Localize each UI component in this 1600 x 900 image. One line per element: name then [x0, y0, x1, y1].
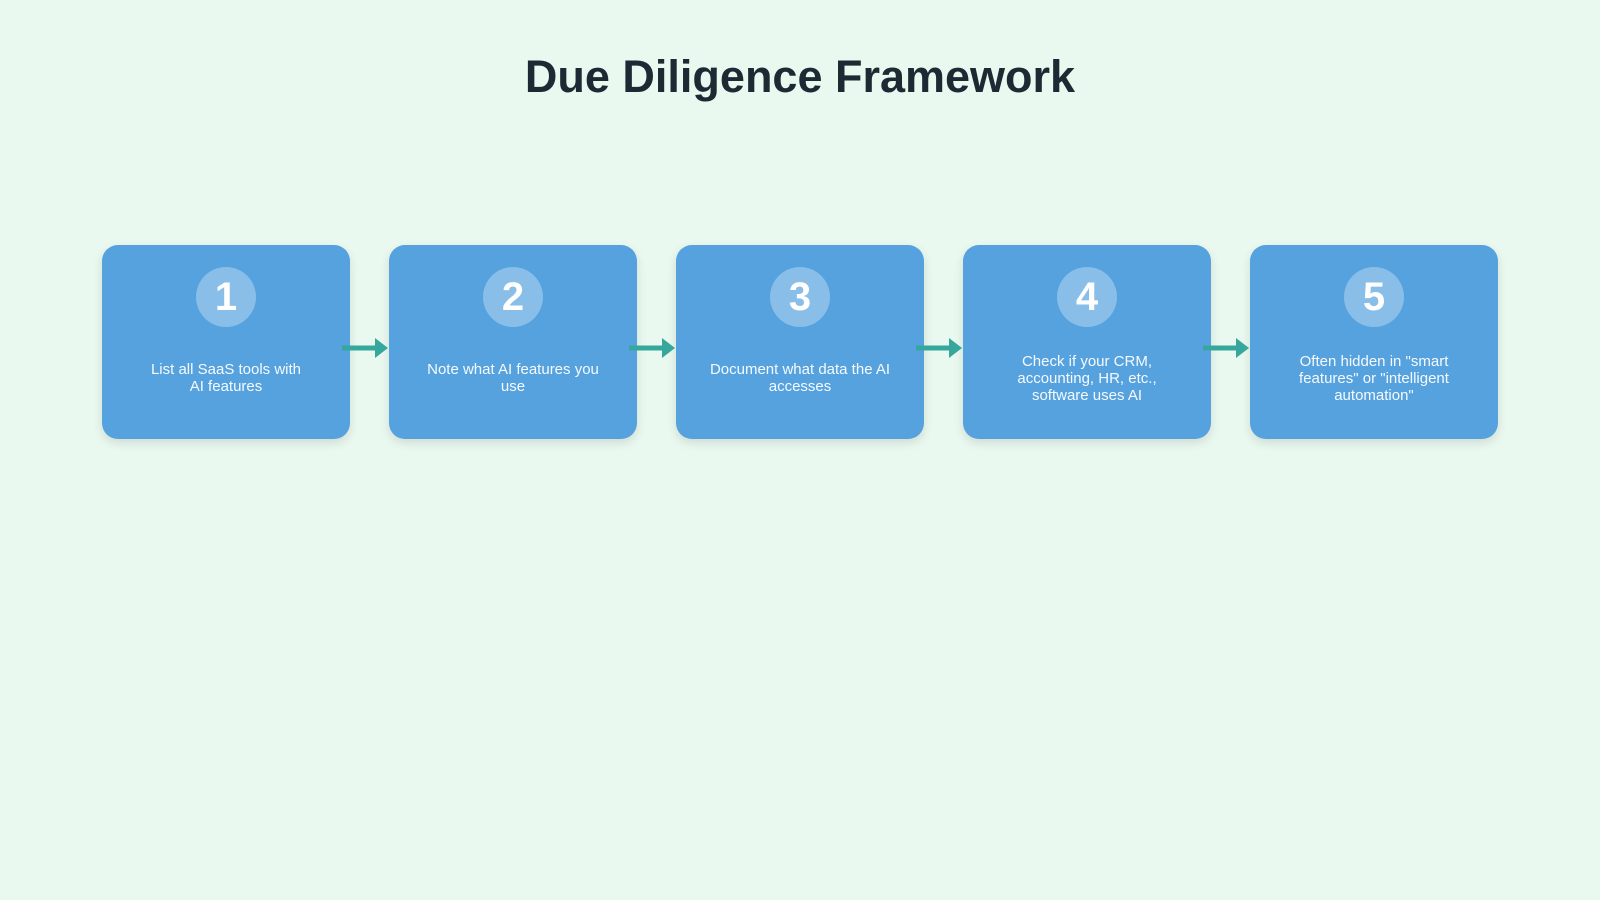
step-number-3: 3 [788, 274, 812, 319]
step-description-wrap-1: List all SaaS tools with AI features [135, 327, 317, 439]
step-description-1: List all SaaS tools with AI features [150, 361, 302, 395]
arrow-right-icon [1203, 336, 1250, 360]
step-description-wrap-2: Note what AI features you use [411, 327, 615, 439]
step-description-wrap-4: Check if your CRM, accounting, HR, etc.,… [1001, 327, 1172, 439]
step-number-badge-1: 1 [196, 267, 256, 327]
step-description-4: Check if your CRM, accounting, HR, etc.,… [1017, 352, 1157, 404]
step-card-5: 5 Often hidden in "smart features" or "i… [1250, 245, 1498, 439]
arrow-right-icon [342, 336, 389, 360]
step-number-2: 2 [501, 274, 525, 319]
step-number-badge-4: 4 [1057, 267, 1117, 327]
step-description-3: Document what data the AI accesses [709, 361, 891, 395]
arrow-right-icon [916, 336, 963, 360]
step-number-5: 5 [1362, 274, 1386, 319]
step-card-3: 3 Document what data the AI accesses [676, 245, 924, 439]
step-number-badge-5: 5 [1344, 267, 1404, 327]
arrow-right-icon [629, 336, 676, 360]
step-description-wrap-5: Often hidden in "smart features" or "int… [1283, 327, 1465, 439]
step-number-4: 4 [1075, 274, 1099, 319]
step-description-5: Often hidden in "smart features" or "int… [1299, 352, 1449, 404]
process-flow: 1 List all SaaS tools with AI features 2… [0, 245, 1600, 439]
step-card-4: 4 Check if your CRM, accounting, HR, etc… [963, 245, 1211, 439]
step-number-1: 1 [214, 274, 238, 319]
step-description-2: Note what AI features you use [427, 361, 599, 395]
step-number-badge-3: 3 [770, 267, 830, 327]
step-number-badge-2: 2 [483, 267, 543, 327]
step-card-2: 2 Note what AI features you use [389, 245, 637, 439]
step-card-1: 1 List all SaaS tools with AI features [102, 245, 350, 439]
step-description-wrap-3: Document what data the AI accesses [694, 327, 906, 439]
page-title: Due Diligence Framework [524, 51, 1076, 102]
